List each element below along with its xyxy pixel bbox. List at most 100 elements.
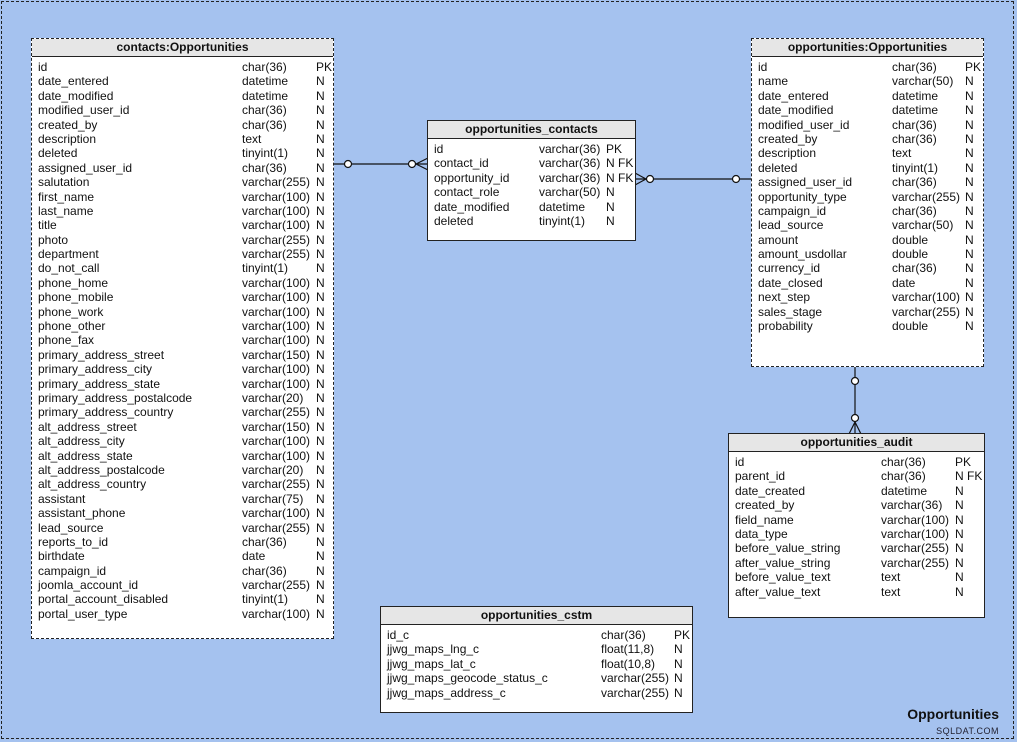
column-name: last_name bbox=[38, 203, 94, 218]
column-name: opportunity_type bbox=[758, 189, 847, 204]
column-name: department bbox=[38, 247, 99, 262]
column-flags: N bbox=[316, 88, 325, 103]
column-type: varchar(100) bbox=[242, 434, 311, 449]
column-name: id_c bbox=[387, 628, 410, 642]
column-flags: N bbox=[955, 541, 964, 556]
column-type: datetime bbox=[242, 74, 289, 89]
column-flags: N bbox=[965, 117, 974, 132]
column-type: varchar(50) bbox=[539, 185, 601, 200]
column-name: phone_mobile bbox=[38, 290, 114, 305]
column-flags: PK bbox=[965, 60, 982, 74]
column-flags: N bbox=[965, 290, 974, 305]
column-name: assigned_user_id bbox=[38, 160, 133, 175]
column-flags: N bbox=[316, 592, 325, 607]
